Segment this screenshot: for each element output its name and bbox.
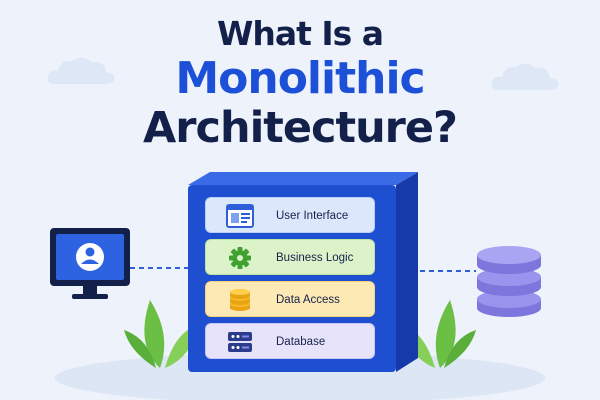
layer-label: Database [276, 336, 326, 348]
gear-icon [229, 247, 251, 269]
title-line-1: What Is a [216, 14, 384, 53]
server-icon [228, 332, 252, 352]
database-cylinder-icon [477, 246, 541, 317]
cloud-icon [491, 63, 559, 90]
layer-database: Database [205, 323, 375, 359]
title-line-2: Monolithic [175, 53, 425, 104]
layer-label: Business Logic [276, 252, 354, 264]
layer-label: Data Access [276, 294, 340, 306]
layer-business-logic: Business Logic [205, 239, 375, 275]
title-line-3: Architecture? [142, 103, 458, 153]
database-stack-icon [230, 289, 250, 311]
layer-label: User Interface [276, 210, 349, 222]
layer-user-interface: User Interface [205, 197, 375, 233]
ground-shadow [55, 352, 545, 400]
layer-data-access: Data Access [205, 281, 375, 317]
user-monitor-icon [50, 228, 130, 299]
cloud-icon [47, 57, 115, 84]
browser-window-icon [226, 204, 254, 228]
